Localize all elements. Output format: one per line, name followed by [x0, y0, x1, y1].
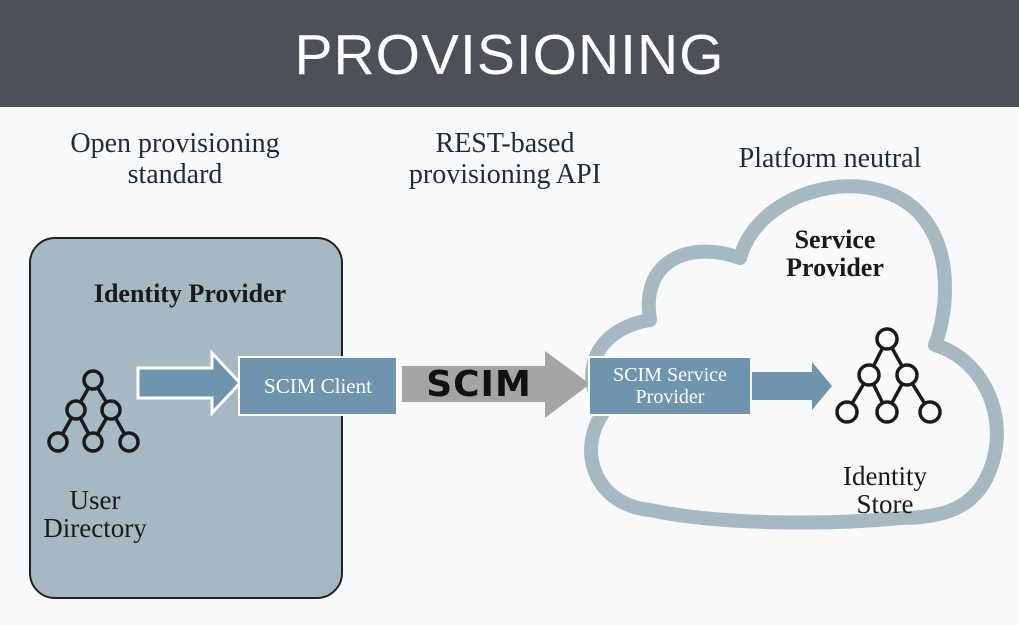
- caption-rest-api: REST-based provisioning API: [385, 128, 625, 190]
- service-provider-title: Service Provider: [755, 226, 915, 282]
- page-title: PROVISIONING: [294, 23, 725, 87]
- identity-store-line: Store: [856, 489, 914, 519]
- arrow-to-client-icon: [136, 349, 243, 417]
- header-bar: [0, 0, 1019, 107]
- hierarchy-icon: [835, 327, 942, 424]
- arrow-to-store-icon: [752, 362, 832, 410]
- caption-line: REST-based: [435, 128, 575, 159]
- caption-line: standard: [127, 159, 223, 190]
- caption-line: provisioning API: [408, 159, 602, 190]
- service-provider-title-line: Provider: [786, 253, 884, 282]
- large-arrow-right-icon: [402, 351, 590, 418]
- identity-store-line: Identity: [843, 461, 927, 491]
- caption-platform-neutral: Platform neutral: [738, 143, 922, 174]
- user-directory-line: Directory: [43, 513, 147, 543]
- identity-provider-title: Identity Provider: [93, 279, 287, 308]
- scim-service-provider-label: SCIM Service: [613, 364, 727, 386]
- scim-client-label: SCIM Client: [264, 373, 372, 398]
- caption-line: Open provisioning: [70, 128, 280, 159]
- user-directory-label: User Directory: [30, 486, 160, 542]
- scim-service-provider-box: SCIM Service Provider: [588, 356, 752, 416]
- hierarchy-icon: [47, 369, 140, 453]
- service-provider-title-line: Service: [794, 225, 876, 254]
- scim-logo: SCIM: [426, 364, 532, 405]
- user-directory-line: User: [69, 485, 121, 515]
- scim-service-provider-label: Provider: [635, 386, 705, 408]
- scim-client-box: SCIM Client: [238, 356, 398, 416]
- identity-store-label: Identity Store: [820, 462, 950, 518]
- caption-open-standard: Open provisioning standard: [40, 128, 310, 190]
